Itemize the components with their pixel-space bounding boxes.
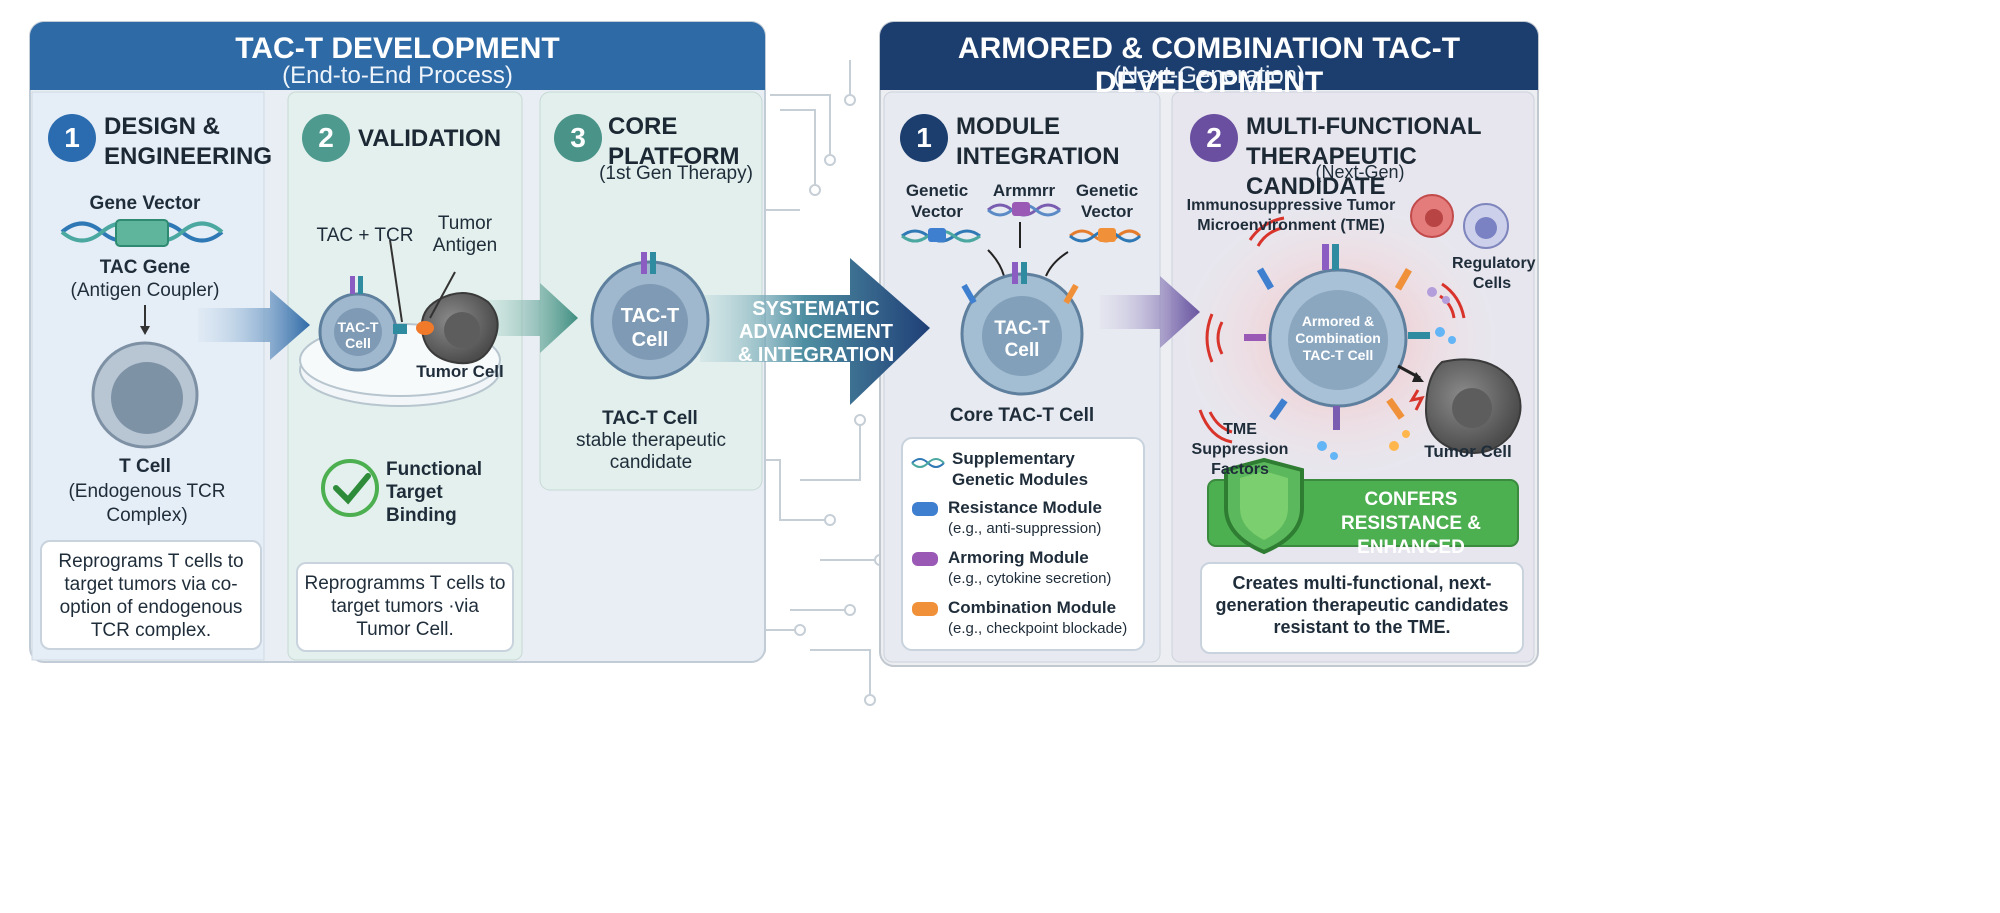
genetic-vector-right-label: Genetic Vector — [1075, 181, 1139, 221]
armored-cell-label: Armored & Combination TAC-T Cell — [1295, 313, 1381, 363]
regulatory-cells-label: Regulatory Cells — [1452, 255, 1536, 292]
legend-item-resistance: Resistance Module (e.g., anti-suppressio… — [912, 498, 1138, 544]
legend-dna-icon — [911, 458, 945, 468]
legend-title: Supplementary Genetic Modules — [952, 449, 1089, 489]
left-header-bar — [30, 22, 765, 90]
tac-gene-label: TAC Gene — [99, 257, 191, 278]
left-header-subtitle: (End-to-End Process) — [282, 62, 513, 89]
arrow-module-to-multi — [1100, 276, 1200, 348]
step3-subtitle: (1st Gen Therapy) — [599, 163, 753, 184]
multi-callout-text: Creates multi-functional, next-generatio… — [1215, 573, 1509, 637]
left-header-title: TAC-T DEVELOPMENT — [235, 32, 560, 65]
genetic-vector-left-label: Genetic Vector — [905, 181, 969, 221]
right-header-subtitle: (Next-Generation) — [1112, 62, 1306, 89]
cytokine-dots — [1317, 287, 1456, 460]
resistance-module-desc: (e.g., anti-suppression) — [948, 520, 1102, 537]
module-title: MODULE INTEGRATION — [956, 113, 1120, 170]
step1-callout-text: Reprograms T cells to target tumors via … — [58, 551, 244, 641]
tumor-antigen-label: Tumor Antigen — [432, 213, 498, 256]
tac-tcr-label: TAC + TCR — [316, 225, 414, 246]
step2-cell-label: TAC-T Cell — [337, 319, 379, 351]
step3-caption-title: TAC-T Cell — [602, 408, 698, 429]
step1-number-badge: 1 — [48, 114, 96, 162]
module-receptors — [961, 262, 1079, 305]
step3-title: CORE PLATFORM — [608, 113, 740, 170]
module-cell-label: TAC-T Cell — [994, 318, 1050, 361]
arrow-step1-to-2 — [198, 290, 310, 360]
functional-binding-label: Functional Target Binding — [386, 459, 483, 526]
t-cell-description: (Endogenous TCR Complex) — [68, 481, 226, 526]
step3-caption-text: stable therapeutic candidate — [576, 430, 726, 473]
module-legend-box — [901, 437, 1145, 651]
step3-number-badge: 3 — [554, 114, 602, 162]
step2-callout-text: Reprogramms T cells to target tumors ·vi… — [304, 573, 506, 640]
antigen-coupler-label: (Antigen Coupler) — [70, 280, 220, 301]
core-cell-caption: Core TAC-T Cell — [949, 405, 1095, 426]
step2-tumor-cell-label: Tumor Cell — [416, 362, 504, 381]
tme-label: Immunosuppressive Tumor Microenvironment… — [1186, 197, 1396, 234]
multi-callout-box: Creates multi-functional, next-generatio… — [1200, 562, 1524, 654]
legend-item-armoring: Armoring Module (e.g., cytokine secretio… — [912, 548, 1138, 594]
step2-title: VALIDATION — [358, 125, 502, 152]
step2-number-badge: 2 — [302, 114, 350, 162]
check-icon — [321, 459, 379, 517]
right-header-bar — [880, 22, 1538, 90]
t-cell-label: T Cell — [119, 456, 171, 477]
armoring-module-name: Armoring Module — [948, 548, 1089, 567]
resistance-module-swatch — [912, 502, 938, 516]
tac-gene-block — [115, 219, 169, 247]
multi-title: MULTI-FUNCTIONAL THERAPEUTIC CANDIDATE — [1246, 113, 1482, 200]
combination-module-desc: (e.g., checkpoint blockade) — [948, 620, 1128, 637]
signal-arcs — [1198, 216, 1466, 444]
multi-subtitle: (Next-Gen) — [1315, 162, 1405, 182]
gene-vector-label: Gene Vector — [89, 193, 201, 214]
combination-module-name: Combination Module — [948, 598, 1117, 617]
step1-callout-box: Reprograms T cells to target tumors via … — [40, 540, 262, 650]
tme-factors-label: TME Suppression Factors — [1191, 421, 1289, 478]
armoring-module-swatch — [912, 552, 938, 566]
arrow-step2-to-3 — [470, 283, 578, 353]
multi-tumor-cell-label: Tumor Cell — [1424, 442, 1512, 461]
tac-receptor-icon — [641, 252, 656, 274]
systematic-arrow — [700, 258, 930, 405]
tumor-antigen-marker — [416, 321, 434, 335]
module-number-badge: 1 — [900, 114, 948, 162]
legend-item-combination: Combination Module (e.g., checkpoint blo… — [912, 598, 1138, 644]
resistance-module-name: Resistance Module — [948, 498, 1102, 517]
right-header-title: ARMORED & COMBINATION TAC-T DEVELOPMENT — [957, 32, 1461, 99]
step2-callout-box: Reprogramms T cells to target tumors ·vi… — [296, 562, 514, 652]
step1-title: DESIGN & ENGINEERING — [104, 113, 273, 170]
tcr-receptor-icon — [350, 276, 363, 294]
armor-label: Armmrr — [992, 181, 1056, 200]
multi-number-badge: 2 — [1190, 114, 1238, 162]
step3-cell-label: TAC-T Cell — [620, 305, 680, 351]
combination-module-swatch — [912, 602, 938, 616]
armored-receptors — [1244, 244, 1430, 430]
armoring-module-desc: (e.g., cytokine secretion) — [948, 570, 1112, 587]
systematic-arrow-text: SYSTEMATIC ADVANCEMENT & INTEGRATION — [737, 298, 895, 366]
